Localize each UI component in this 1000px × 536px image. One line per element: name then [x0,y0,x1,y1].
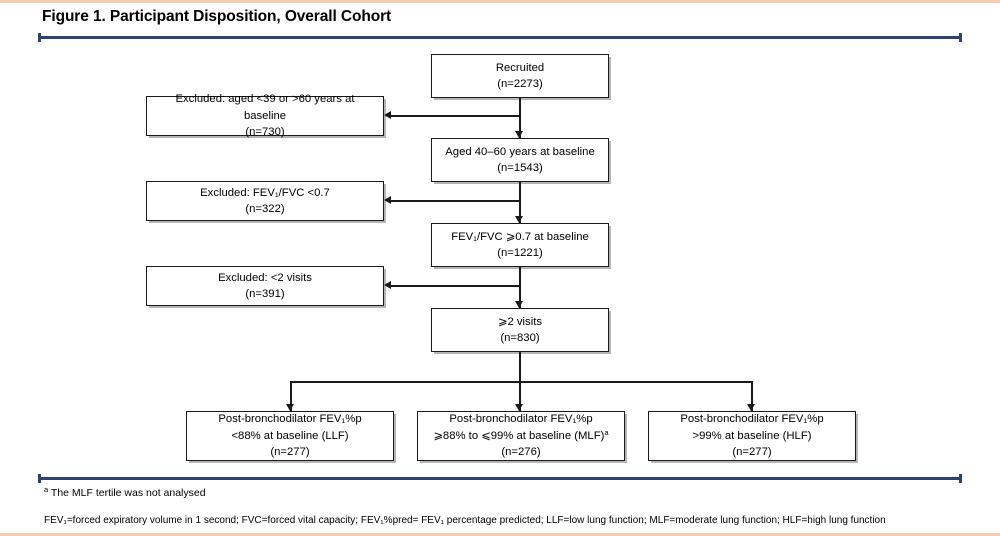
footnote-a-text: The MLF tertile was not analysed [50,487,206,499]
node-label: Aged 40–60 years at baseline [445,145,595,158]
node-label: Excluded: FEV₁/FVC <0.7 [200,186,330,199]
node-label: Excluded: aged <39 or >60 years at basel… [175,93,355,122]
node-label: Post-bronchodilator FEV₁%p [680,413,824,426]
flow-node-visits: ⩾2 visits (n=830) [431,308,609,352]
connector-branch-bar [290,381,752,383]
connector-to-excluded-visits [390,285,520,287]
node-count: (n=1543) [497,162,543,174]
arrow-left-icon [384,196,391,204]
node-count: (n=322) [245,203,285,215]
connector-branch-left [290,381,292,411]
node-label: FEV₁/FVC ⩾0.7 at baseline [451,230,589,243]
page-title: Figure 1. Participant Disposition, Overa… [42,8,392,25]
node-count: (n=276) [501,446,541,459]
flow-node-llf: Post-bronchodilator FEV₁%p <88% at basel… [186,411,394,461]
flow-node-excluded-fev-fvc: Excluded: FEV₁/FVC <0.7 (n=322) [146,181,384,221]
connector-aged-to-fev-fvc [519,182,521,223]
flow-node-mlf: Post-bronchodilator FEV₁%p ⩾88% to ⩽99% … [417,411,625,461]
arrow-left-icon [384,281,391,289]
node-label: ⩾2 visits [498,315,542,328]
connector-branch-right [751,381,753,411]
arrow-down-icon [515,301,523,308]
arrow-left-icon [384,111,391,119]
arrow-down-icon [515,216,523,223]
node-label: Post-bronchodilator FEV₁%p [218,413,362,426]
flow-node-fev-fvc: FEV₁/FVC ⩾0.7 at baseline (n=1221) [431,223,609,267]
flow-node-excluded-visits: Excluded: <2 visits (n=391) [146,266,384,306]
node-count: (n=277) [270,446,310,459]
node-criteria: ⩾88% to ⩽99% at baseline (MLF) [433,429,605,442]
connector-fev-fvc-to-visits [519,267,521,308]
divider-bottom [38,474,962,483]
node-criteria: <88% at baseline (LLF) [231,429,349,442]
footnote-marker: a [44,485,49,494]
flow-node-hlf: Post-bronchodilator FEV₁%p >99% at basel… [648,411,856,461]
node-count: (n=1221) [497,247,543,259]
flow-node-excluded-age: Excluded: aged <39 or >60 years at basel… [146,93,384,139]
node-label: Excluded: <2 visits [218,271,312,284]
node-criteria: >99% at baseline (HLF) [692,429,812,442]
flow-node-aged: Aged 40–60 years at baseline (n=1543) [431,138,609,182]
node-label: Post-bronchodilator FEV₁%p [449,413,593,426]
node-count: (n=730) [245,126,285,139]
node-count: (n=2273) [497,78,543,90]
footnote-abbreviations: FEV₁=forced expiratory volume in 1 secon… [44,515,886,526]
arrow-down-icon [747,404,755,411]
node-count: (n=830) [500,332,540,344]
node-label: Recruited [495,61,545,74]
footnote-marker-mlf: a [604,427,609,437]
flow-node-recruited: Recruited (n=2273) [431,54,609,98]
node-count: (n=391) [245,288,285,300]
node-count: (n=277) [732,446,772,459]
arrow-down-icon [286,404,294,411]
divider-top [38,33,962,42]
connector-to-excluded-age [390,115,520,117]
connector-to-excluded-fev-fvc [390,200,520,202]
arrow-down-icon [515,404,523,411]
footnote-a: a The MLF tertile was not analysed [44,485,206,499]
arrow-down-icon [515,131,523,138]
connector-recruited-to-aged [519,98,521,138]
